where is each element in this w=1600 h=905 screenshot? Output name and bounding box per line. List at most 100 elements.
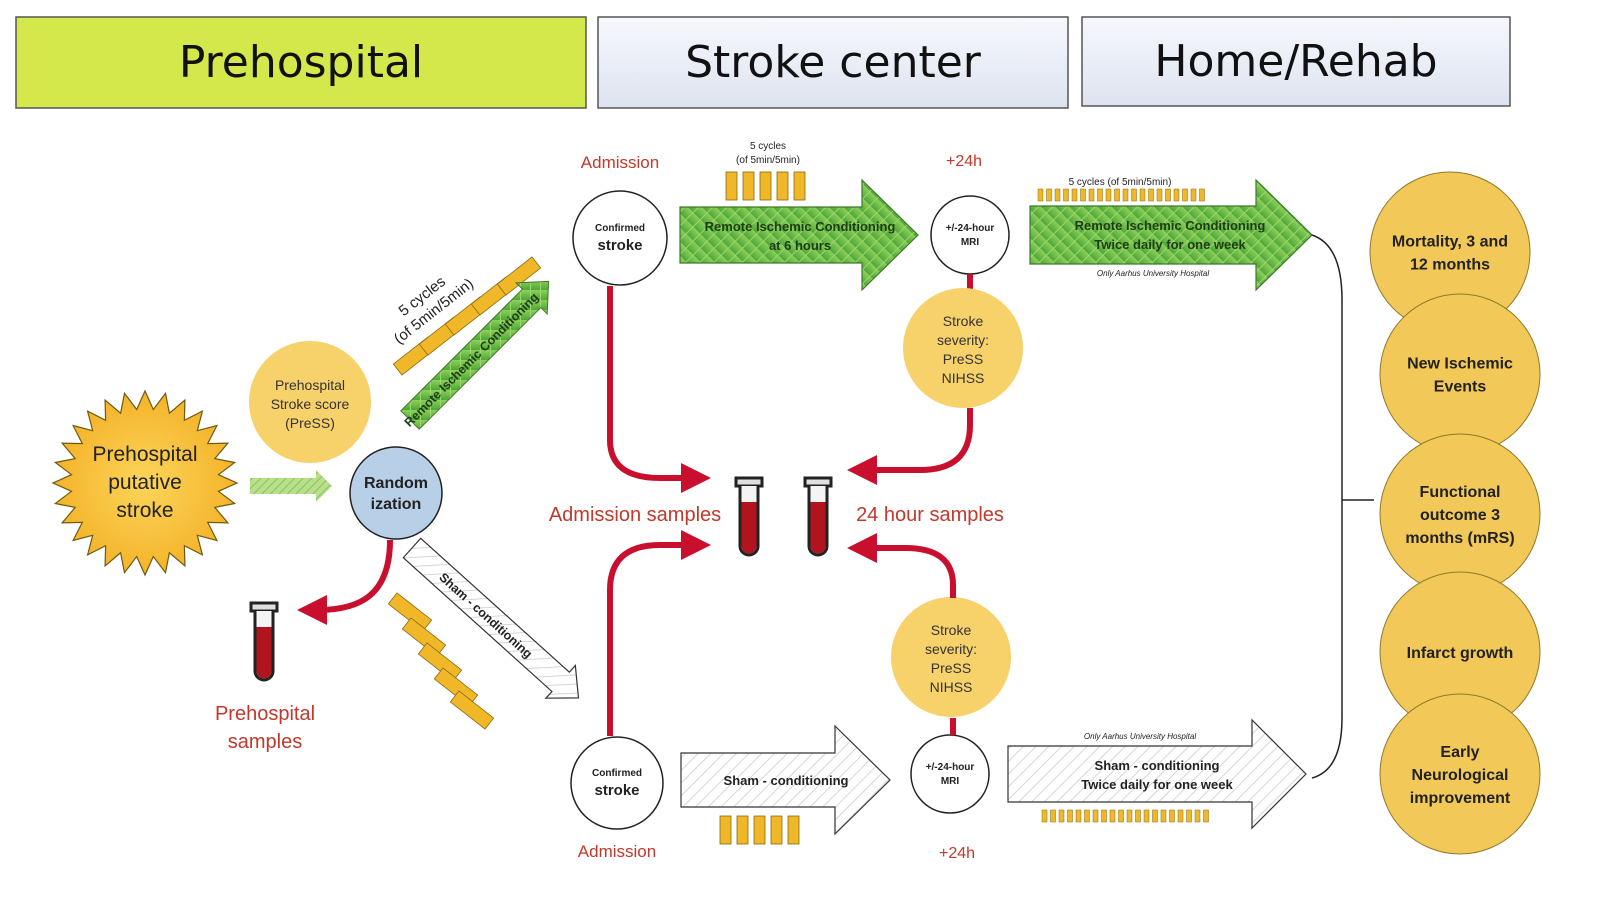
top-ric-arrow-line-2: at 6 hours xyxy=(769,238,831,253)
bottom-mri-circle: +/-24-hour MRI xyxy=(910,734,990,814)
cycle-bar xyxy=(1063,188,1069,202)
cycle-bar xyxy=(1088,188,1095,202)
ric-cycle-bars-diagonal xyxy=(392,256,542,376)
outcome-label-line: Infarct growth xyxy=(1407,645,1514,662)
top-confirmed-stroke-circle: Confirmed stroke xyxy=(572,190,668,286)
cycle-bar xyxy=(793,171,806,201)
top-admission-sample-arrow xyxy=(607,286,711,493)
phase-header-stroke-center: Stroke center xyxy=(597,16,1069,109)
cycle-bar xyxy=(1092,809,1099,823)
top-ric-arrow-line-1: Remote Ischemic Conditioning xyxy=(705,219,896,234)
top-only-aarhus-note: Only Aarhus University Hospital xyxy=(1097,269,1209,278)
cycle-bar xyxy=(1071,188,1078,202)
top-confirmed-label: Confirmed xyxy=(595,223,645,234)
bottom-sham-arrow: Sham - conditioning xyxy=(680,724,891,836)
cycle-bar xyxy=(759,171,772,201)
bottom-severity-circle: Stroke severity: PreSS NIHSS xyxy=(891,597,1011,717)
randomization-circle: Random ization xyxy=(349,446,443,540)
putative-stroke-starburst: Prehospital putative stroke xyxy=(51,389,239,577)
cycle-bar xyxy=(770,815,783,845)
cycle-bar xyxy=(449,690,495,730)
outcome-label-line: outcome 3 xyxy=(1420,507,1500,524)
top-admission-label: Admission xyxy=(581,153,659,172)
outcome-label-line: New Ischemic xyxy=(1407,356,1513,373)
press-line-2: Stroke score xyxy=(271,396,350,412)
cycle-bar xyxy=(725,171,738,201)
cycle-bar xyxy=(401,617,447,657)
cycle-bar xyxy=(1194,809,1201,823)
bottom-24h-sample-arrow xyxy=(847,533,956,598)
outcomes-bracket xyxy=(1311,234,1343,779)
outcome-label-line: Mortality, 3 and xyxy=(1392,234,1508,251)
cycle-bar xyxy=(1182,188,1188,202)
press-score-circle: Prehospital Stroke score (PreSS) xyxy=(249,341,371,463)
bottom-home-sham-arrow: Sham - conditioning Twice daily for one … xyxy=(1007,718,1307,830)
cycle-bar xyxy=(1122,188,1129,202)
bottom-mri-line-1: +/-24-hour xyxy=(926,762,975,773)
bottom-home-arrow-line-1: Sham - conditioning xyxy=(1095,758,1220,773)
bottom-admission-sample-arrow xyxy=(607,530,711,736)
cycle-bar xyxy=(1041,809,1048,823)
cycle-bar xyxy=(1156,188,1163,202)
bottom-sham-arrow-label: Sham - conditioning xyxy=(724,773,849,788)
randomization-to-sample-arrow xyxy=(297,539,393,625)
bottom-confirmed-label: Confirmed xyxy=(592,768,642,779)
top-home-cycles-label: 5 cycles (of 5min/5min) xyxy=(1069,177,1172,188)
outcome-label-line: Neurological xyxy=(1412,767,1509,784)
cycle-bar xyxy=(1046,188,1052,202)
cycle-bar xyxy=(753,815,766,845)
cycle-bar xyxy=(1177,809,1184,823)
outcome-circle: Infarct growth xyxy=(1379,571,1541,733)
phase-title-home-rehab: Home/Rehab xyxy=(1154,36,1437,87)
cycle-bar xyxy=(742,171,755,201)
outcome-circle-shape xyxy=(1379,293,1541,455)
cycle-bar xyxy=(387,592,433,632)
cycle-bar xyxy=(1050,809,1056,823)
top-cycle-bars xyxy=(725,171,806,201)
top-severity-line-1: Stroke xyxy=(943,313,984,329)
top-home-arrow-line-2: Twice daily for one week xyxy=(1094,237,1246,252)
cycle-bar xyxy=(1135,809,1141,823)
starburst-line-1: Prehospital xyxy=(92,443,197,466)
cycle-bar xyxy=(776,171,789,201)
phase-title-stroke-center: Stroke center xyxy=(685,37,982,88)
outcome-label-line: Early xyxy=(1440,744,1479,761)
top-severity-circle: Stroke severity: PreSS NIHSS xyxy=(903,288,1023,408)
press-line-1: Prehospital xyxy=(275,377,345,393)
outcome-label-line: Events xyxy=(1434,379,1487,396)
cycle-bar xyxy=(1058,809,1065,823)
outcome-label-line: Functional xyxy=(1420,484,1501,501)
admission-sample-tube xyxy=(734,476,764,557)
cycle-bar xyxy=(1173,188,1180,202)
bottom-severity-line-2: severity: xyxy=(925,641,977,657)
cycle-bar xyxy=(1186,809,1192,823)
cycle-bar xyxy=(1203,809,1209,823)
cycle-bar xyxy=(1097,188,1103,202)
starburst-line-3: stroke xyxy=(116,499,173,522)
top-home-cycle-bars xyxy=(1037,188,1205,202)
hour24-samples-label: 24 hour samples xyxy=(856,504,1004,526)
top-cycles-line-1: 5 cycles xyxy=(750,141,786,152)
cycle-bar xyxy=(1084,809,1090,823)
cycle-bar xyxy=(1067,809,1073,823)
top-24h-sample-arrow xyxy=(847,408,973,485)
bottom-admission-label: Admission xyxy=(578,842,656,861)
top-cycles-line-2: (of 5min/5min) xyxy=(736,155,800,166)
top-mri-line-1: +/-24-hour xyxy=(946,223,995,234)
cycle-bar xyxy=(1109,809,1116,823)
bottom-confirmed-stroke-circle: Confirmed stroke xyxy=(570,736,664,830)
outcome-label-line: improvement xyxy=(1410,790,1511,807)
cycle-bar xyxy=(433,667,479,707)
top-severity-line-2: severity: xyxy=(937,332,989,348)
cycle-bar xyxy=(1075,809,1082,823)
cycle-bar xyxy=(1126,809,1133,823)
top-plus24-label: +24h xyxy=(946,153,982,170)
randomization-line-1: Random xyxy=(364,475,428,492)
prehospital-sample-tube xyxy=(249,601,279,682)
cycle-bar xyxy=(736,815,749,845)
cycle-bar xyxy=(1131,188,1137,202)
top-severity-line-3: PreSS xyxy=(943,351,983,367)
